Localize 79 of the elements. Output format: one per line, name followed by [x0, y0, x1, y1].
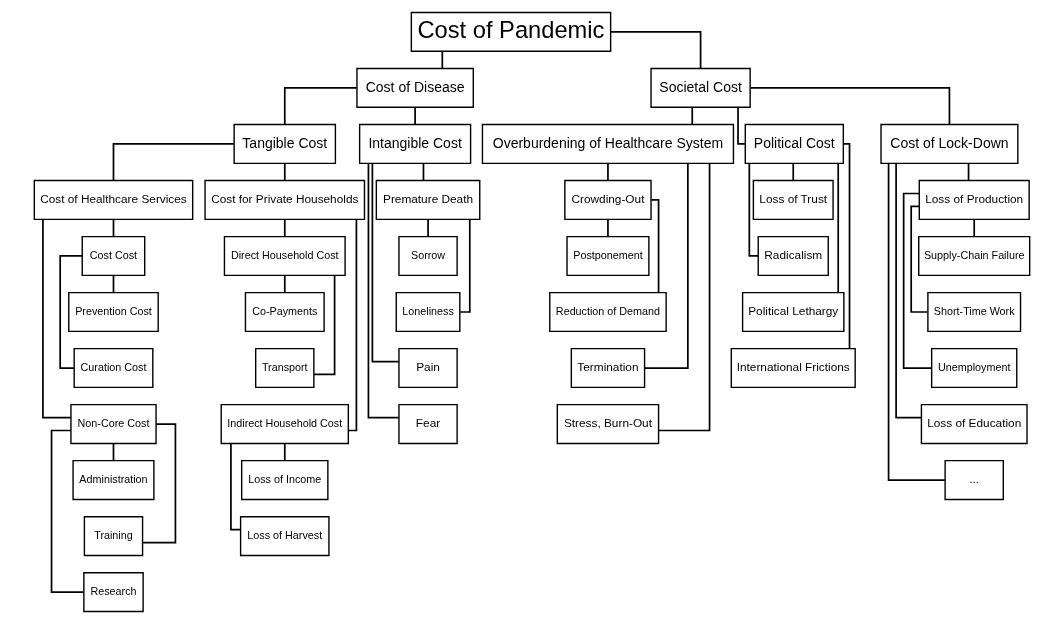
node-box: Intangible Cost	[358, 123, 472, 165]
node-box: Research	[83, 572, 144, 613]
connector	[792, 162, 795, 182]
connector	[910, 205, 929, 313]
node-box: Loss of Production	[918, 179, 1030, 221]
connector	[607, 162, 609, 182]
node-box: Unemployment	[930, 347, 1018, 389]
node-box: Stress, Burn-Out	[556, 403, 660, 445]
node-box: Radicalism	[757, 235, 829, 277]
node-box: Reduction of Demand	[549, 291, 667, 333]
node-box: Curation Cost	[73, 347, 154, 389]
connector	[414, 106, 416, 126]
node-box: Loss of Income	[241, 459, 329, 501]
connector	[112, 143, 235, 182]
node-box: Fear	[398, 403, 458, 445]
node-box: International Frictions	[730, 347, 856, 389]
connector	[842, 143, 851, 350]
node-box: Loss of Trust	[752, 179, 834, 221]
node-box: Loneliness	[395, 291, 461, 333]
connector	[837, 162, 840, 294]
connector	[313, 274, 336, 376]
node-box: Supply-Chain Failure	[918, 235, 1031, 277]
connector	[895, 162, 923, 419]
node-box: Crowding-Out	[564, 179, 652, 221]
node-box: Societal Cost	[650, 67, 751, 108]
node-box: Cost of Disease	[356, 67, 474, 108]
connector	[609, 31, 702, 70]
node-box: Cost Cost	[81, 235, 146, 277]
connector	[691, 106, 694, 126]
node-box: Transport	[255, 347, 315, 389]
node-box: Overburdening of Healthcare System	[481, 123, 735, 165]
connector	[50, 429, 85, 593]
node-box: Training	[83, 515, 144, 557]
node-box: Administration	[72, 459, 155, 501]
connector	[902, 192, 933, 369]
node-box: Indirect Household Cost	[220, 403, 350, 445]
connector	[283, 442, 286, 462]
node-box: Prevention Cost	[68, 291, 159, 333]
connector	[283, 274, 286, 294]
node-box: Cost of Pandemic	[410, 11, 612, 52]
node-box: Premature Death	[375, 179, 481, 221]
node-box: Short-Time Work	[927, 291, 1022, 333]
connector	[737, 106, 746, 145]
node-box: Direct Household Cost	[223, 235, 346, 277]
node-box: Sorrow	[398, 235, 458, 277]
connector	[283, 162, 286, 182]
node-box: ...	[944, 459, 1004, 501]
connector	[441, 50, 444, 70]
connector	[887, 162, 946, 481]
connector	[427, 218, 429, 238]
connector	[141, 423, 177, 544]
node-box: Loss of Education	[920, 403, 1028, 445]
node-box: Pain	[398, 347, 458, 389]
connector	[283, 87, 358, 126]
node-box: Postponement	[566, 235, 650, 277]
connector	[42, 218, 72, 419]
connector	[748, 162, 760, 257]
node-box: Non-Core Cost	[70, 403, 157, 445]
connector	[459, 218, 471, 313]
node-box: Cost of Healthcare Services	[33, 179, 194, 221]
connector	[283, 218, 286, 238]
connector	[347, 218, 358, 432]
node-box: Cost of Lock-Down	[880, 123, 1019, 165]
node-box: Loss of Harvest	[239, 515, 330, 557]
connector	[371, 162, 400, 363]
connector	[749, 87, 951, 126]
node-box: Political Cost	[744, 123, 845, 165]
connector	[650, 199, 660, 294]
connector	[657, 162, 711, 432]
connector	[230, 443, 242, 531]
node-box: Co-Payments	[244, 291, 325, 333]
connector	[973, 218, 976, 238]
connector	[643, 162, 689, 369]
connector	[607, 218, 609, 238]
node-box: Cost for Private Households	[204, 179, 366, 221]
node-box: Termination	[570, 347, 646, 389]
node-box: Political Lethargy	[741, 291, 845, 333]
node-box: Tangible Cost	[233, 123, 337, 165]
connector	[367, 162, 400, 419]
